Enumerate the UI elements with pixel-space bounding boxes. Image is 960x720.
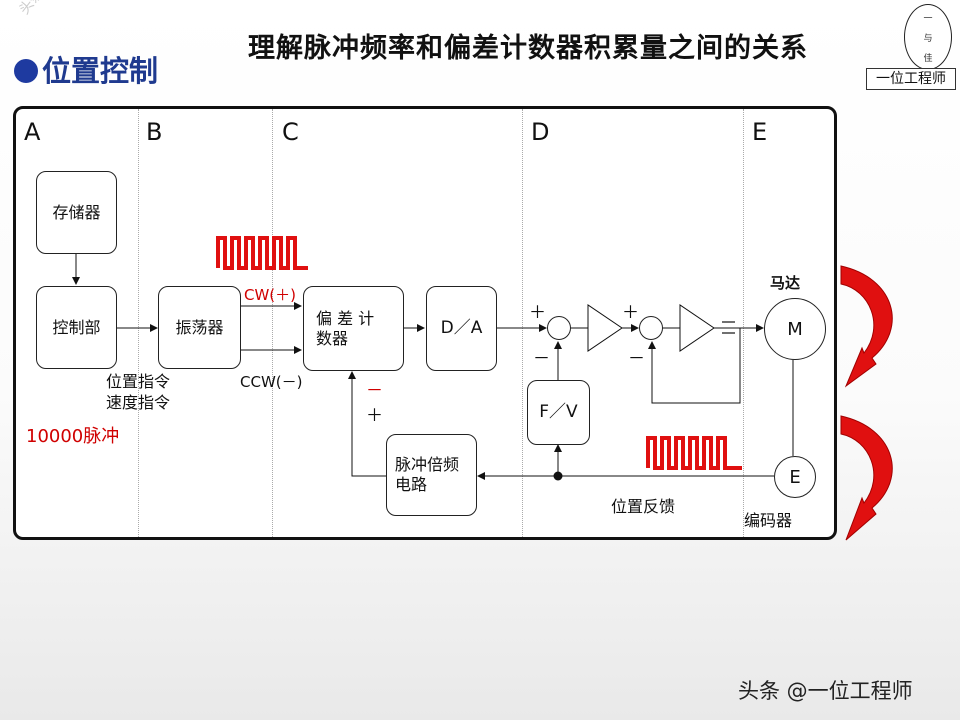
column-label-c: C xyxy=(282,118,299,146)
encoder-label: 编码器 xyxy=(744,511,793,530)
motor-symbol: M xyxy=(764,298,826,360)
column-label-d: D xyxy=(531,118,550,146)
column-separator xyxy=(138,109,139,537)
logo-caption: 一位工程师 xyxy=(866,68,956,90)
position-feedback-label: 位置反馈 xyxy=(611,497,676,516)
sum2-minus-sign: － xyxy=(628,349,645,369)
summing-junction-1 xyxy=(547,316,571,340)
page-title: 理解脉冲频率和偏差计数器积累量之间的关系 xyxy=(248,33,808,64)
pulse-multiplier-block: 脉冲倍频 电路 xyxy=(386,434,477,516)
amplifier-2-icon xyxy=(679,304,715,352)
summing-junction-2 xyxy=(639,316,663,340)
counter-minus-sign: － xyxy=(366,381,383,401)
logo-seal: 一 与 佳 xyxy=(904,4,952,70)
section-heading-text: 位置控制 xyxy=(42,54,159,88)
counter-plus-sign: ＋ xyxy=(366,406,383,426)
ccw-label: CCW(－) xyxy=(240,373,303,391)
fv-converter-block: F／V xyxy=(527,380,590,445)
da-converter-block: D／A xyxy=(426,286,497,371)
column-label-e: E xyxy=(752,118,768,146)
speed-command-label: 速度指令 xyxy=(106,393,171,412)
encoder-symbol: E xyxy=(774,456,816,498)
command-pulse-train-icon xyxy=(216,236,308,270)
section-heading: 位置控制 xyxy=(14,48,158,90)
logo: 一 与 佳 一位工程师 xyxy=(866,4,956,90)
position-command-label: 位置指令 xyxy=(106,372,171,391)
column-label-b: B xyxy=(146,118,163,146)
logo-char-3: 佳 xyxy=(923,54,933,64)
wire-current-loop xyxy=(648,328,741,404)
column-label-a: A xyxy=(24,118,41,146)
deviation-counter-block: 偏 差 计 数器 xyxy=(303,286,404,371)
column-separator xyxy=(272,109,273,537)
rotation-arrow-lower-icon xyxy=(840,415,893,541)
bullet-dot-icon xyxy=(14,59,38,83)
footer-watermark: 头条 @一位工程师 xyxy=(738,679,913,703)
logo-char-1: 一 xyxy=(923,14,933,24)
feedback-pulse-train-icon xyxy=(646,436,742,470)
logo-char-2: 与 xyxy=(923,34,933,44)
rotation-arrow-upper-icon xyxy=(840,265,893,388)
oscillator-block: 振荡器 xyxy=(158,286,241,369)
sum1-minus-sign: － xyxy=(533,349,550,369)
junction-dot xyxy=(553,471,563,481)
wire-multiplier-counter xyxy=(348,371,386,477)
motor-label: 马达 xyxy=(770,274,801,292)
memory-block: 存储器 xyxy=(36,171,117,254)
sum2-plus-sign: ＋ xyxy=(622,303,639,323)
controller-block: 控制部 xyxy=(36,286,117,369)
amplifier-1-icon xyxy=(587,304,623,352)
cw-label: CW(＋) xyxy=(244,286,297,304)
column-separator xyxy=(743,109,744,537)
column-separator xyxy=(522,109,523,537)
sum1-plus-sign: ＋ xyxy=(529,303,546,323)
pulse-count-label: 10000脉冲 xyxy=(26,426,120,447)
